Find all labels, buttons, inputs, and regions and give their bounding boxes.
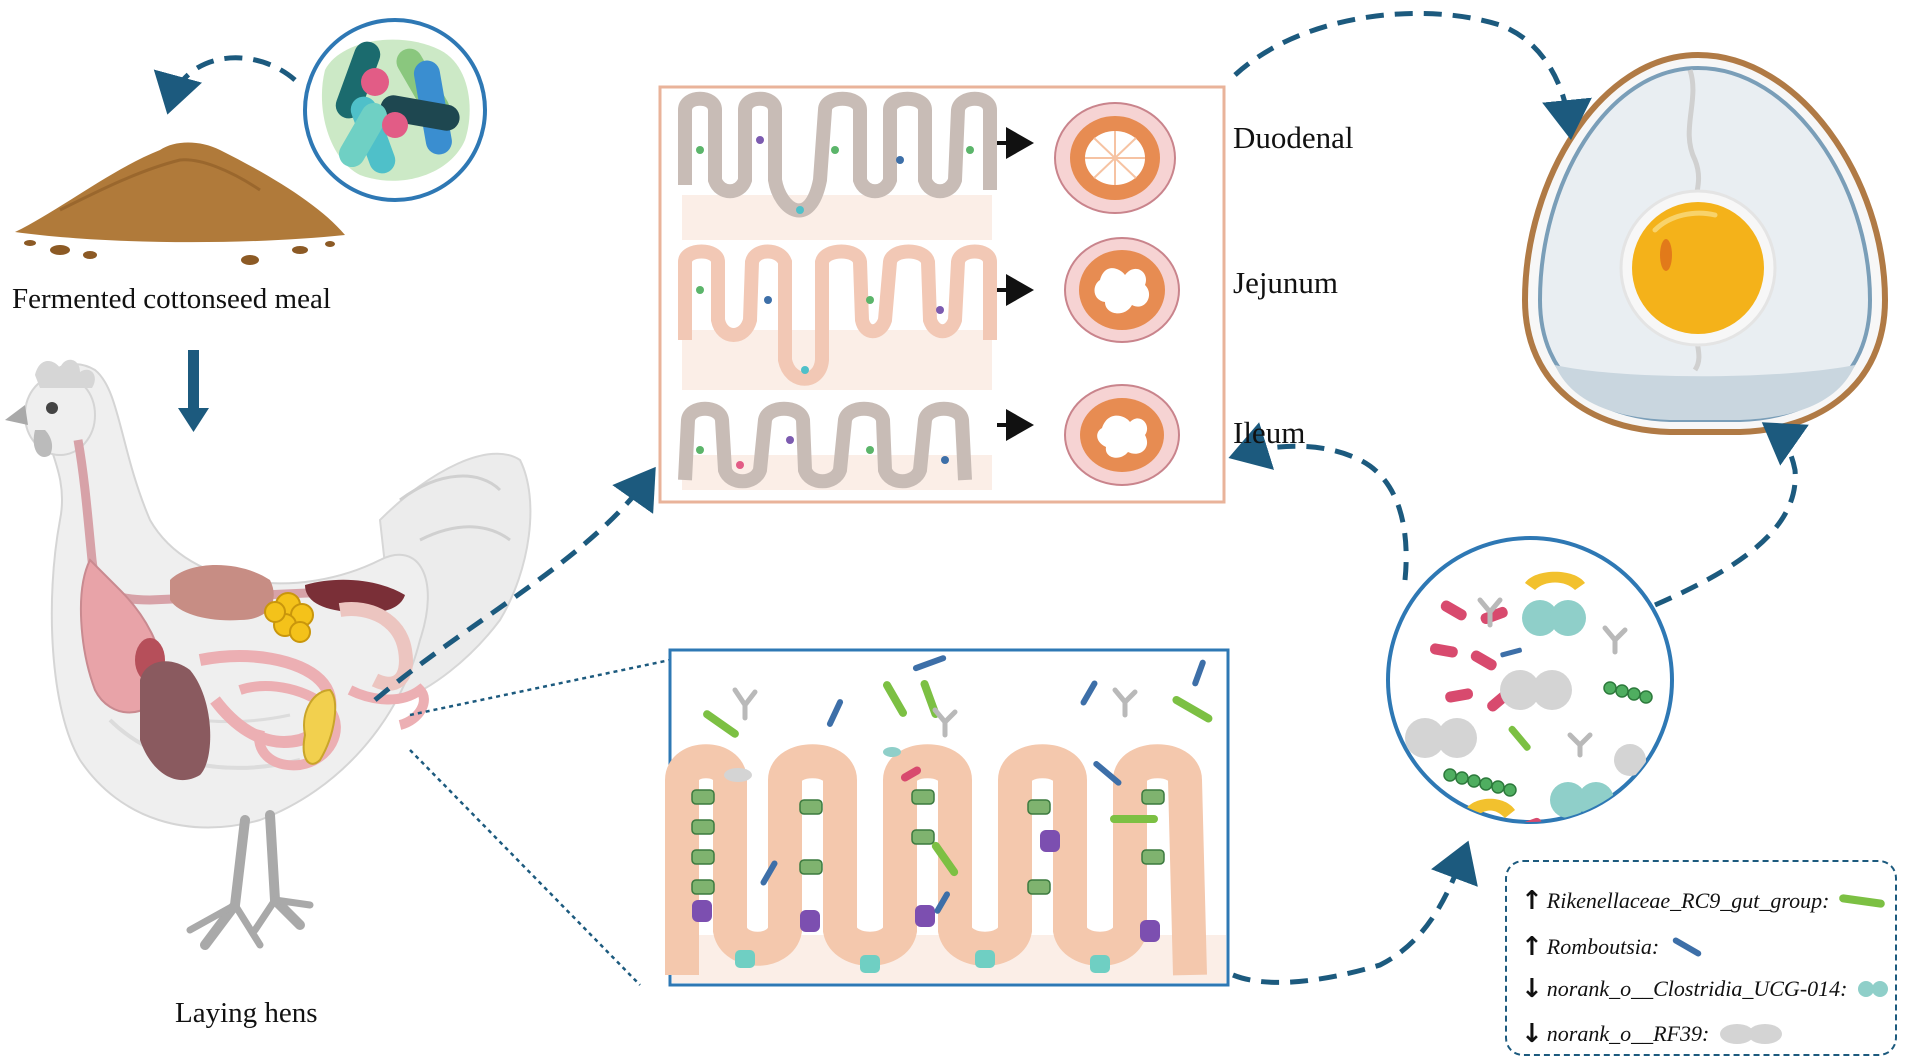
label-jejunum: Jejunum [1233,265,1339,300]
label-duodenal: Duodenal [1233,120,1354,155]
dashed-arrow-circle-to-egg [1653,422,1809,608]
legend-item-rf39: ↓ norank_o__RF39 : [1521,1019,1787,1049]
up-arrow-icon: ↑ [1521,932,1543,962]
legend-colon: : [1840,976,1848,1001]
ileum-villi [678,401,992,490]
down-arrow-icon: ↓ [1521,1019,1543,1049]
legend-item-clostridia: ↓ norank_o__Clostridia_UCG-014 : [1521,974,1891,1004]
label-laying-hens: Laying hens [175,997,318,1029]
down-arrow-icon: ↓ [1521,974,1543,1004]
legend-taxon-name: Rikenellaceae_RC9_gut_group [1546,888,1823,913]
cottonseed-meal-pile [15,142,345,265]
blue-rod-icon [1672,937,1702,957]
up-arrow-icon: ↑ [1521,886,1543,916]
legend-item-romboutsia: ↑ Romboutsia : [1521,932,1707,962]
dashed-arrow-panel-to-egg [1233,11,1592,140]
label-fermented-cottonseed-meal: Fermented cottonseed meal [12,283,331,315]
dashed-arrow-microbes-to-meal [153,55,297,115]
zoom-line-bottom [409,749,641,986]
dashed-arrow-zoom-to-circle [1232,840,1478,985]
legend-taxon-name: norank_o__RF39 [1546,1021,1702,1046]
dashed-arrow-circle-to-ileum [1228,422,1409,581]
jejunum-cross-section [1064,237,1180,343]
grey-diplococcus-icon [1720,1024,1783,1044]
dashed-arrow-hen-to-intestine [373,466,656,702]
teal-diplococcus-icon [1858,981,1889,997]
fermentation-microbes-circle [303,18,487,202]
legend-colon: : [1651,934,1660,959]
jejunum-villi [678,244,997,390]
egg [1521,51,1889,435]
down-arrow-icon [178,350,209,432]
label-ileum: Ileum [1233,415,1306,450]
legend-colon: : [1822,888,1830,913]
legend-taxon-name: Romboutsia [1546,934,1652,959]
ileum-cross-section [1064,384,1180,486]
laying-hen [5,359,532,950]
green-rod-icon [1839,894,1886,908]
gizzard [264,592,314,643]
duodenal-cross-section [1054,102,1176,214]
legend-box: ↑ Rikenellaceae_RC9_gut_group : ↑ Rombou… [1505,860,1897,1056]
gut-microbiota-circle [1386,536,1674,824]
legend-colon: : [1702,1021,1710,1046]
zoomed-microbes [703,655,1213,914]
duodenal-villi [678,91,997,240]
zoomed-intestine-villi [665,744,1226,983]
legend-taxon-name: norank_o__Clostridia_UCG-014 [1546,976,1841,1001]
legend-item-rikenellaceae: ↑ Rikenellaceae_RC9_gut_group : [1521,886,1887,916]
